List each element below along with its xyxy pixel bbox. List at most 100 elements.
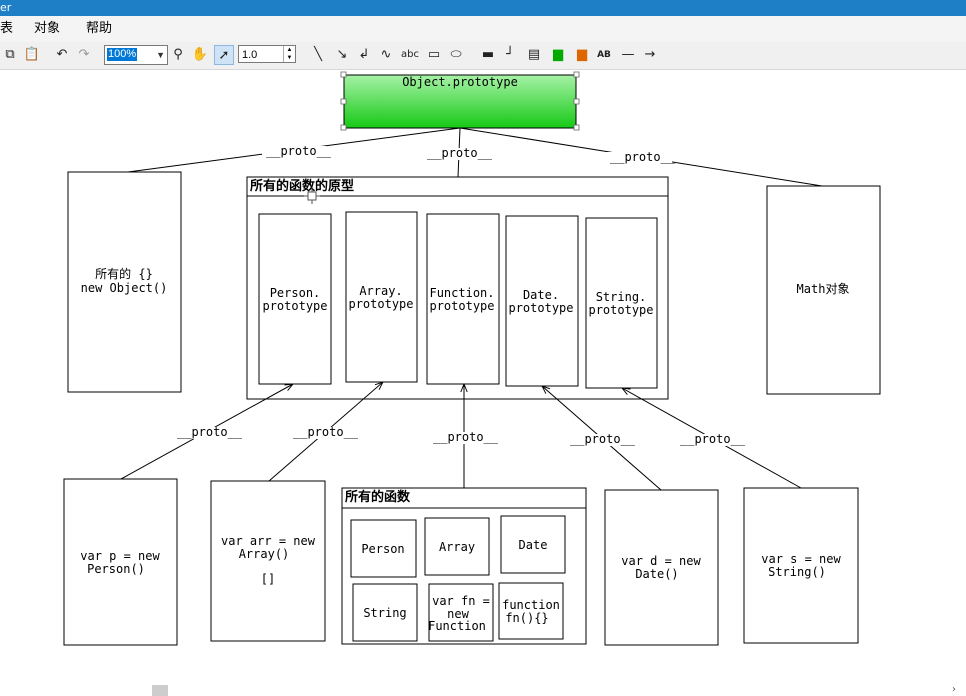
menu-help[interactable]: 帮助 <box>86 21 113 36</box>
line-width-value: 1.0 <box>242 49 258 61</box>
redo-icon[interactable]: ↷ <box>78 47 90 62</box>
undo-icon[interactable]: ↶ <box>56 47 68 62</box>
magnifier-icon[interactable]: ⚲ <box>173 47 183 62</box>
instance-p-line-2: Person() <box>87 562 145 576</box>
label-bg <box>567 434 633 446</box>
label-bg <box>606 152 672 164</box>
instance-d-line-2: Date() <box>635 567 678 581</box>
line-width-input[interactable]: 1.0 ▲▼ <box>238 45 296 63</box>
menu-table[interactable]: 表 <box>0 21 14 36</box>
instance-s-line-1: var s = new <box>761 552 841 566</box>
fn-function-line-3: Function <box>428 619 486 633</box>
select-pointer-icon[interactable]: ➚ <box>214 45 234 65</box>
date-prototype-line-1: Date. <box>523 288 559 302</box>
instance-arr-line-3: [] <box>261 572 275 586</box>
string-prototype-node[interactable]: String. prototype <box>585 217 658 389</box>
date-prototype-node[interactable]: Date. prototype <box>505 215 579 387</box>
function-literal-node[interactable]: function fn(){} <box>498 582 564 640</box>
hand-icon[interactable]: ✋ <box>191 47 209 62</box>
string-function-node[interactable]: String <box>352 583 418 642</box>
title-bar: er <box>0 0 966 16</box>
instance-p-node[interactable]: var p = new Person() <box>63 478 178 646</box>
chevron-down-icon: ▼ <box>156 50 165 60</box>
date-prototype-line-2: prototype <box>508 301 573 315</box>
instance-s-node[interactable]: var s = new String() <box>743 487 859 644</box>
toolbar: ⧉ 📋 ↶ ↷ 100% ▼ ⚲ ✋ ➚ 1.0 ▲▼ ╲ ↘ ↲ ∿ abc … <box>0 42 966 70</box>
math-object-node[interactable]: Math对象 <box>766 185 881 395</box>
function-prototype-node[interactable]: Function. prototype <box>426 213 500 385</box>
functions-group-title: 所有的函数 <box>345 489 411 505</box>
fn-function-line-2: new <box>447 607 469 621</box>
all-objects-line-2: new Object() <box>81 281 168 295</box>
line-style-icon[interactable]: ▬ <box>481 47 495 62</box>
edge-label-prototypes: __proto__ <box>427 146 493 160</box>
array-prototype-line-2: prototype <box>348 297 413 311</box>
function-literal-line-1: function <box>502 598 560 612</box>
zoom-value: 100% <box>107 48 138 61</box>
fill-pattern-icon[interactable]: ▆ <box>577 47 587 62</box>
edge-label-object: __proto__ <box>266 144 332 158</box>
all-objects-node[interactable]: 所有的 {} new Object() <box>67 171 182 393</box>
person-prototype-node[interactable]: Person. prototype <box>258 213 332 385</box>
edge-label-d: __proto__ <box>570 432 636 446</box>
label-bg <box>262 146 326 158</box>
elbow-connector-icon[interactable]: ↲ <box>358 47 370 62</box>
person-prototype-line-2: prototype <box>262 299 327 313</box>
edge-label-math: __proto__ <box>610 150 676 164</box>
curve-tool-icon[interactable]: ∿ <box>380 47 392 62</box>
arrow-line-tool-icon[interactable]: ↘ <box>336 47 348 62</box>
selection-handles[interactable] <box>340 71 580 131</box>
arrow-style-icon[interactable]: → <box>644 47 656 62</box>
text-tool-icon[interactable]: abc <box>401 49 419 60</box>
line-tool-icon[interactable]: ╲ <box>314 47 322 62</box>
prototypes-group-title: 所有的函数的原型 <box>250 178 354 194</box>
rectangle-tool-icon[interactable]: ▭ <box>427 47 441 62</box>
math-object-label: Math对象 <box>797 282 850 296</box>
instance-arr-node[interactable]: var arr = new Array() [] <box>210 480 326 642</box>
copy-icon[interactable]: ⧉ <box>5 47 15 62</box>
label-bg <box>424 148 488 160</box>
label-bg <box>290 427 356 439</box>
line-end-icon[interactable]: ┘ <box>506 47 514 62</box>
string-prototype-line-1: String. <box>596 290 647 304</box>
menu-bar: 表 对象 帮助 <box>0 16 966 42</box>
prototypes-group[interactable]: 所有的函数的原型 Person. prototype Array. protot… <box>246 176 669 400</box>
paste-icon[interactable]: 📋 <box>23 47 41 62</box>
edge-label-p: __proto__ <box>177 425 243 439</box>
root-label: Object.prototype <box>402 75 518 89</box>
font-color-icon[interactable]: AB <box>597 50 611 60</box>
line-color-icon[interactable]: ▤ <box>527 47 541 62</box>
functions-group[interactable]: 所有的函数 Person Array Date String var fn = … <box>341 487 587 645</box>
function-prototype-line-2: prototype <box>429 299 494 313</box>
spin-arrows-icon[interactable]: ▲▼ <box>283 46 295 62</box>
horizontal-scrollbar-thumb[interactable] <box>152 685 168 696</box>
instance-arr-line-2: Array() <box>239 547 290 561</box>
ellipse-tool-icon[interactable]: ⬭ <box>450 47 462 62</box>
date-function-node[interactable]: Date <box>500 515 566 574</box>
edge-label-s: __proto__ <box>680 432 746 446</box>
array-function-node[interactable]: Array <box>424 517 490 576</box>
string-prototype-line-2: prototype <box>588 303 653 317</box>
array-prototype-line-1: Array. <box>359 284 402 298</box>
edge-label-functions: __proto__ <box>433 430 499 444</box>
string-function-label: String <box>363 606 406 620</box>
scroll-right-icon[interactable]: › <box>952 684 956 695</box>
instance-arr-line-1: var arr = new <box>221 534 316 548</box>
root-node[interactable]: Object.prototype <box>343 74 577 129</box>
fill-color-icon[interactable]: ▆ <box>553 47 563 62</box>
person-function-node[interactable]: Person <box>350 519 417 578</box>
label-bg <box>174 427 240 439</box>
dash-style-icon[interactable]: — <box>621 47 635 62</box>
instance-d-node[interactable]: var d = new Date() <box>604 489 719 646</box>
function-literal-line-2: fn(){} <box>505 611 548 625</box>
instance-p-line-1: var p = new <box>80 549 160 563</box>
array-prototype-node[interactable]: Array. prototype <box>345 211 418 383</box>
person-prototype-line-1: Person. <box>270 286 321 300</box>
diagram-canvas[interactable]: __proto__ __proto__ __proto__ Object.pro… <box>0 70 966 684</box>
fn-function-line-1: var fn = <box>432 594 490 608</box>
zoom-select[interactable]: 100% ▼ <box>104 45 168 65</box>
fn-function-node[interactable]: var fn = new Function <box>428 583 494 642</box>
menu-object[interactable]: 对象 <box>34 21 61 36</box>
all-objects-line-1: 所有的 {} <box>95 266 153 281</box>
label-bg <box>430 432 496 444</box>
